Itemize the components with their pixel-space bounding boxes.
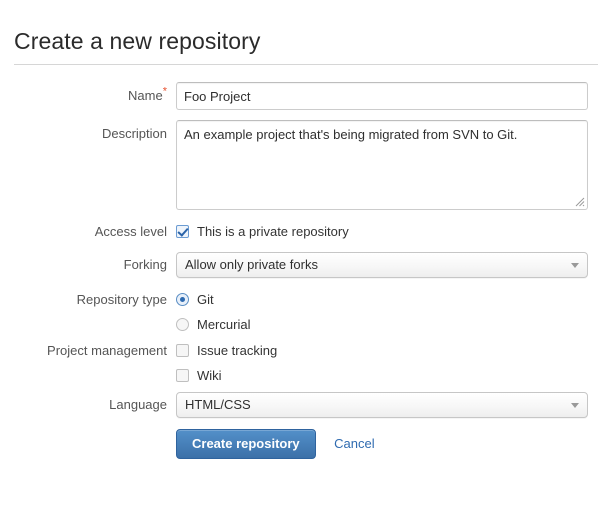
language-label: Language: [109, 397, 167, 412]
form-row-project-management: Project management Issue tracking Wiki: [0, 341, 612, 392]
language-select[interactable]: HTML/CSS: [176, 392, 588, 418]
description-textarea-wrap: An example project that's being migrated…: [176, 120, 588, 210]
forking-select[interactable]: Allow only private forks: [176, 252, 588, 278]
form-row-forking: Forking Allow only private forks: [0, 252, 612, 290]
description-control: An example project that's being migrated…: [176, 120, 588, 210]
forking-select-value: Allow only private forks: [185, 257, 318, 272]
form-row-name: Name*: [0, 82, 612, 120]
name-control: [176, 82, 588, 110]
required-asterisk-icon: *: [162, 85, 167, 98]
chevron-down-icon: [571, 263, 579, 268]
repository-form: Name* Description An example project tha…: [0, 82, 612, 463]
forking-control: Allow only private forks: [176, 252, 588, 278]
radio-git-label: Git: [197, 292, 214, 307]
checkbox-wiki-label: Wiki: [197, 368, 222, 383]
form-actions: Create repository Cancel: [176, 429, 375, 459]
name-input[interactable]: [176, 82, 588, 110]
form-row-actions: Create repository Cancel: [0, 429, 612, 463]
repository-type-label: Repository type: [76, 292, 167, 307]
chevron-down-icon: [571, 403, 579, 408]
radio-git[interactable]: [176, 293, 189, 306]
description-label: Description: [101, 126, 167, 141]
page-title: Create a new repository: [14, 28, 261, 55]
form-row-language: Language HTML/CSS: [0, 392, 612, 429]
language-control: HTML/CSS: [176, 392, 588, 418]
form-row-access-level: Access level This is a private repositor…: [0, 222, 612, 252]
form-row-description: Description An example project that's be…: [0, 120, 612, 222]
language-select-value: HTML/CSS: [185, 397, 251, 412]
create-repository-button[interactable]: Create repository: [176, 429, 316, 459]
forking-label: Forking: [123, 257, 167, 272]
checkbox-issue-tracking-label: Issue tracking: [197, 343, 278, 358]
cancel-link[interactable]: Cancel: [334, 436, 375, 451]
name-label: Name*: [0, 85, 167, 104]
name-label-text: Name: [128, 88, 163, 103]
radio-mercurial-label: Mercurial: [197, 317, 251, 332]
form-row-repository-type: Repository type Git Mercurial: [0, 290, 612, 341]
private-repository-label: This is a private repository: [197, 224, 349, 239]
checkbox-issue-tracking[interactable]: [176, 344, 189, 357]
private-repository-checkbox[interactable]: [176, 225, 189, 238]
checkbox-wiki[interactable]: [176, 369, 189, 382]
description-textarea[interactable]: An example project that's being migrated…: [176, 120, 588, 210]
access-level-label: Access level: [94, 224, 167, 239]
project-management-label: Project management: [47, 343, 167, 358]
title-divider: [14, 64, 598, 65]
radio-mercurial[interactable]: [176, 318, 189, 331]
